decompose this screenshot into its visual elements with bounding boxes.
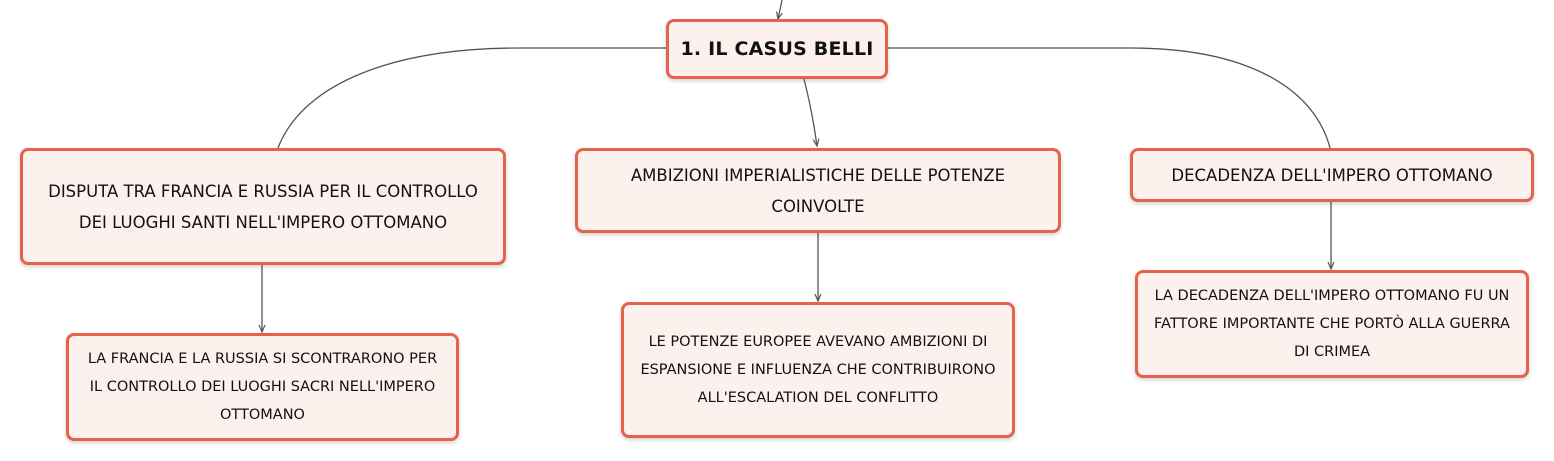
detail-node-2[interactable]: LE POTENZE EUROPEE AVEVANO AMBIZIONI DI …	[621, 302, 1015, 438]
connector-root-to-topic-3	[888, 47, 1331, 149]
topic-node-1[interactable]: DISPUTA TRA FRANCIA E RUSSIA PER IL CONT…	[20, 148, 506, 265]
detail-node-1-label: LA FRANCIA E LA RUSSIA SI SCONTRARONO PE…	[87, 351, 438, 423]
detail-node-3-label: LA DECADENZA DELL'IMPERO OTTOMANO FU UN …	[1154, 288, 1510, 360]
topic-node-3[interactable]: DECADENZA DELL'IMPERO OTTOMANO	[1130, 148, 1534, 202]
detail-node-2-label: LE POTENZE EUROPEE AVEVANO AMBIZIONI DI …	[640, 334, 996, 406]
detail-node-1[interactable]: LA FRANCIA E LA RUSSIA SI SCONTRARONO PE…	[66, 333, 459, 441]
detail-node-3[interactable]: LA DECADENZA DELL'IMPERO OTTOMANO FU UN …	[1135, 270, 1529, 378]
topic-node-2[interactable]: AMBIZIONI IMPERIALISTICHE DELLE POTENZE …	[575, 148, 1061, 233]
root-node[interactable]: 1. IL CASUS BELLI	[666, 19, 888, 79]
connector-parent-to-root	[778, 0, 782, 19]
connector-root-to-topic-1	[277, 47, 666, 149]
topic-node-3-label: DECADENZA DELL'IMPERO OTTOMANO	[1171, 165, 1493, 185]
topic-node-1-label: DISPUTA TRA FRANCIA E RUSSIA PER IL CONT…	[48, 181, 478, 232]
root-node-label: 1. IL CASUS BELLI	[680, 38, 874, 60]
connector-root-to-topic-2	[803, 78, 817, 146]
topic-node-2-label: AMBIZIONI IMPERIALISTICHE DELLE POTENZE …	[630, 165, 1006, 216]
